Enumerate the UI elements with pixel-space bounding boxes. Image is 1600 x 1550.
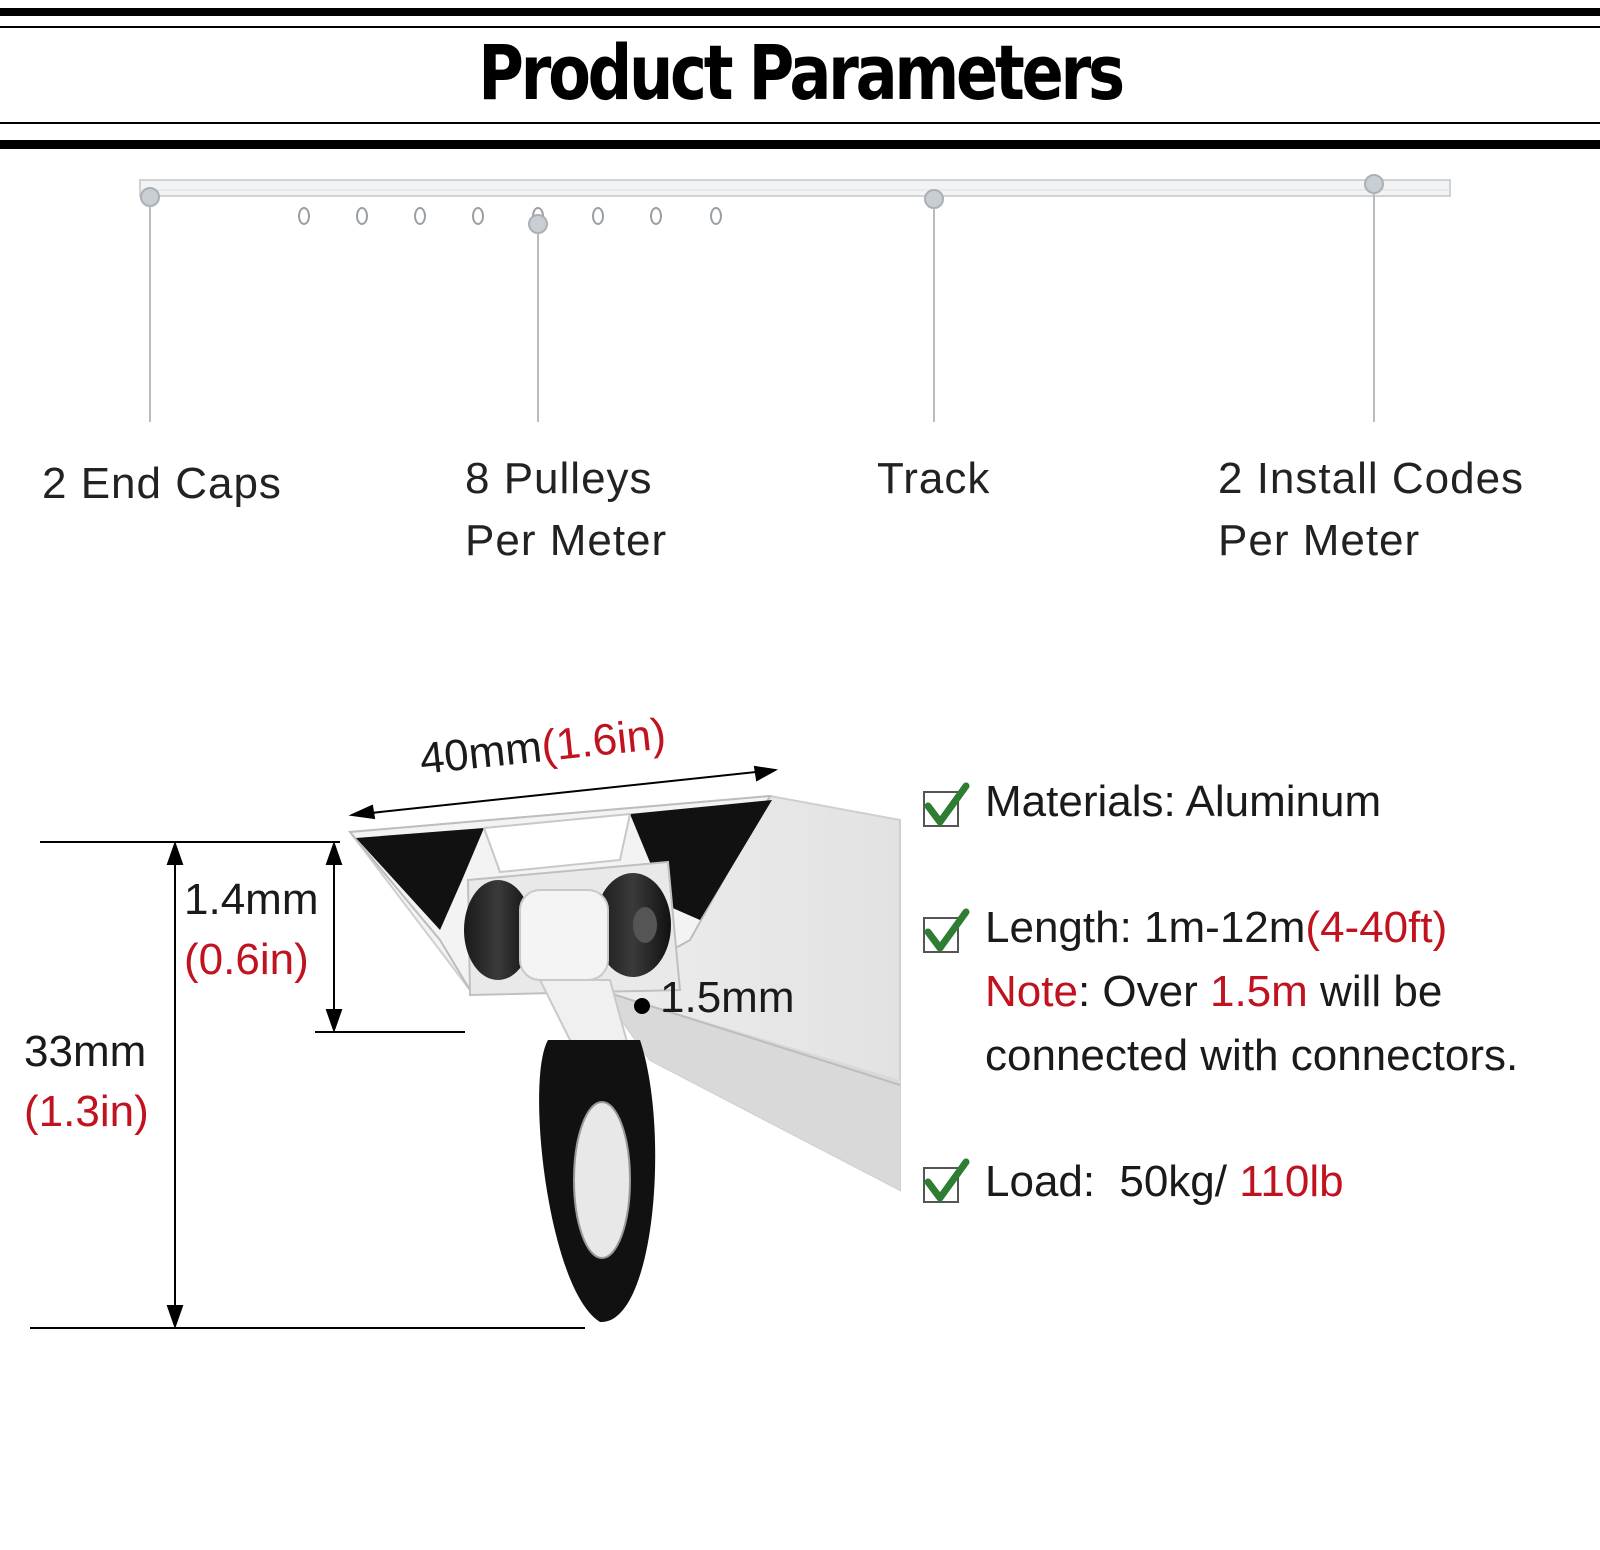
checkbox-check-icon bbox=[923, 1158, 970, 1203]
dim-width-mm: 40mm bbox=[417, 722, 545, 784]
dim-gap: 1.5mm bbox=[660, 968, 794, 1028]
spec-note-label: Note bbox=[985, 967, 1078, 1016]
spec-materials-value: Aluminum bbox=[1185, 777, 1382, 826]
spec-note-line3: connected with connectors. bbox=[985, 1031, 1519, 1080]
install-code-pointer bbox=[1364, 174, 1384, 422]
spec-length-value: 1m-12m bbox=[1144, 903, 1306, 952]
checkbox-check-icon bbox=[923, 908, 970, 953]
track-pointer bbox=[924, 189, 944, 422]
header-rule-bottom bbox=[0, 140, 1600, 149]
install-codes-line1: 2 Install Codes bbox=[1218, 454, 1525, 503]
label-track: Track bbox=[877, 448, 990, 510]
dim-depth-in: (0.6in) bbox=[184, 935, 309, 984]
track-rail bbox=[139, 179, 1451, 197]
dim-height-in: (1.3in) bbox=[24, 1087, 149, 1136]
spec-length-label: Length: bbox=[985, 903, 1132, 952]
track-text: Track bbox=[877, 454, 991, 503]
pulleys-line1: 8 Pulleys bbox=[465, 454, 653, 503]
spec-load-value: 50kg/ bbox=[1119, 1157, 1227, 1206]
install-codes-line2: Per Meter bbox=[1218, 516, 1421, 565]
dim-depth-mm: 1.4mm bbox=[184, 875, 319, 924]
label-pulleys: 8 Pulleys Per Meter bbox=[465, 448, 667, 572]
hook bbox=[539, 1040, 656, 1323]
end-caps-text: 2 End Caps bbox=[42, 459, 282, 508]
dim-width-in: (1.6in) bbox=[538, 709, 669, 772]
spec-length: Length: 1m-12m(4-40ft) Note: Over 1.5m w… bbox=[985, 896, 1518, 1088]
spec-note-text-1: : Over bbox=[1077, 967, 1210, 1016]
spec-load-label: Load: bbox=[985, 1157, 1096, 1206]
label-install-codes: 2 Install Codes Per Meter bbox=[1218, 448, 1524, 572]
spec-load: Load: 50kg/ 110lb bbox=[985, 1150, 1344, 1214]
dim-depth: 1.4mm (0.6in) bbox=[184, 870, 318, 990]
dim-gap-mm: 1.5mm bbox=[660, 973, 795, 1022]
dimension-lines bbox=[30, 765, 779, 1330]
spec-note-highlight: 1.5m bbox=[1209, 967, 1308, 1016]
dim-height: 33mm (1.3in) bbox=[24, 1022, 149, 1142]
page-title: Product Parameters bbox=[478, 28, 1125, 117]
spec-materials: Materials: Aluminum bbox=[985, 770, 1381, 834]
end-cap-left bbox=[140, 187, 160, 422]
checkbox-check-icon bbox=[923, 782, 970, 827]
spec-load-value-alt: 110lb bbox=[1239, 1157, 1344, 1206]
spec-length-value-alt: (4-40ft) bbox=[1305, 903, 1448, 952]
pulley-pointer bbox=[528, 214, 548, 422]
dim-height-mm: 33mm bbox=[24, 1027, 147, 1076]
spec-note-text-2: will be bbox=[1307, 967, 1443, 1016]
header-rule-top bbox=[0, 8, 1600, 16]
spec-materials-label: Materials: bbox=[985, 777, 1176, 826]
pulleys-line2: Per Meter bbox=[465, 516, 668, 565]
header-rule-top-thin bbox=[0, 26, 1600, 28]
header-rule-bottom-thin bbox=[0, 122, 1600, 124]
label-end-caps: 2 End Caps bbox=[42, 453, 282, 515]
